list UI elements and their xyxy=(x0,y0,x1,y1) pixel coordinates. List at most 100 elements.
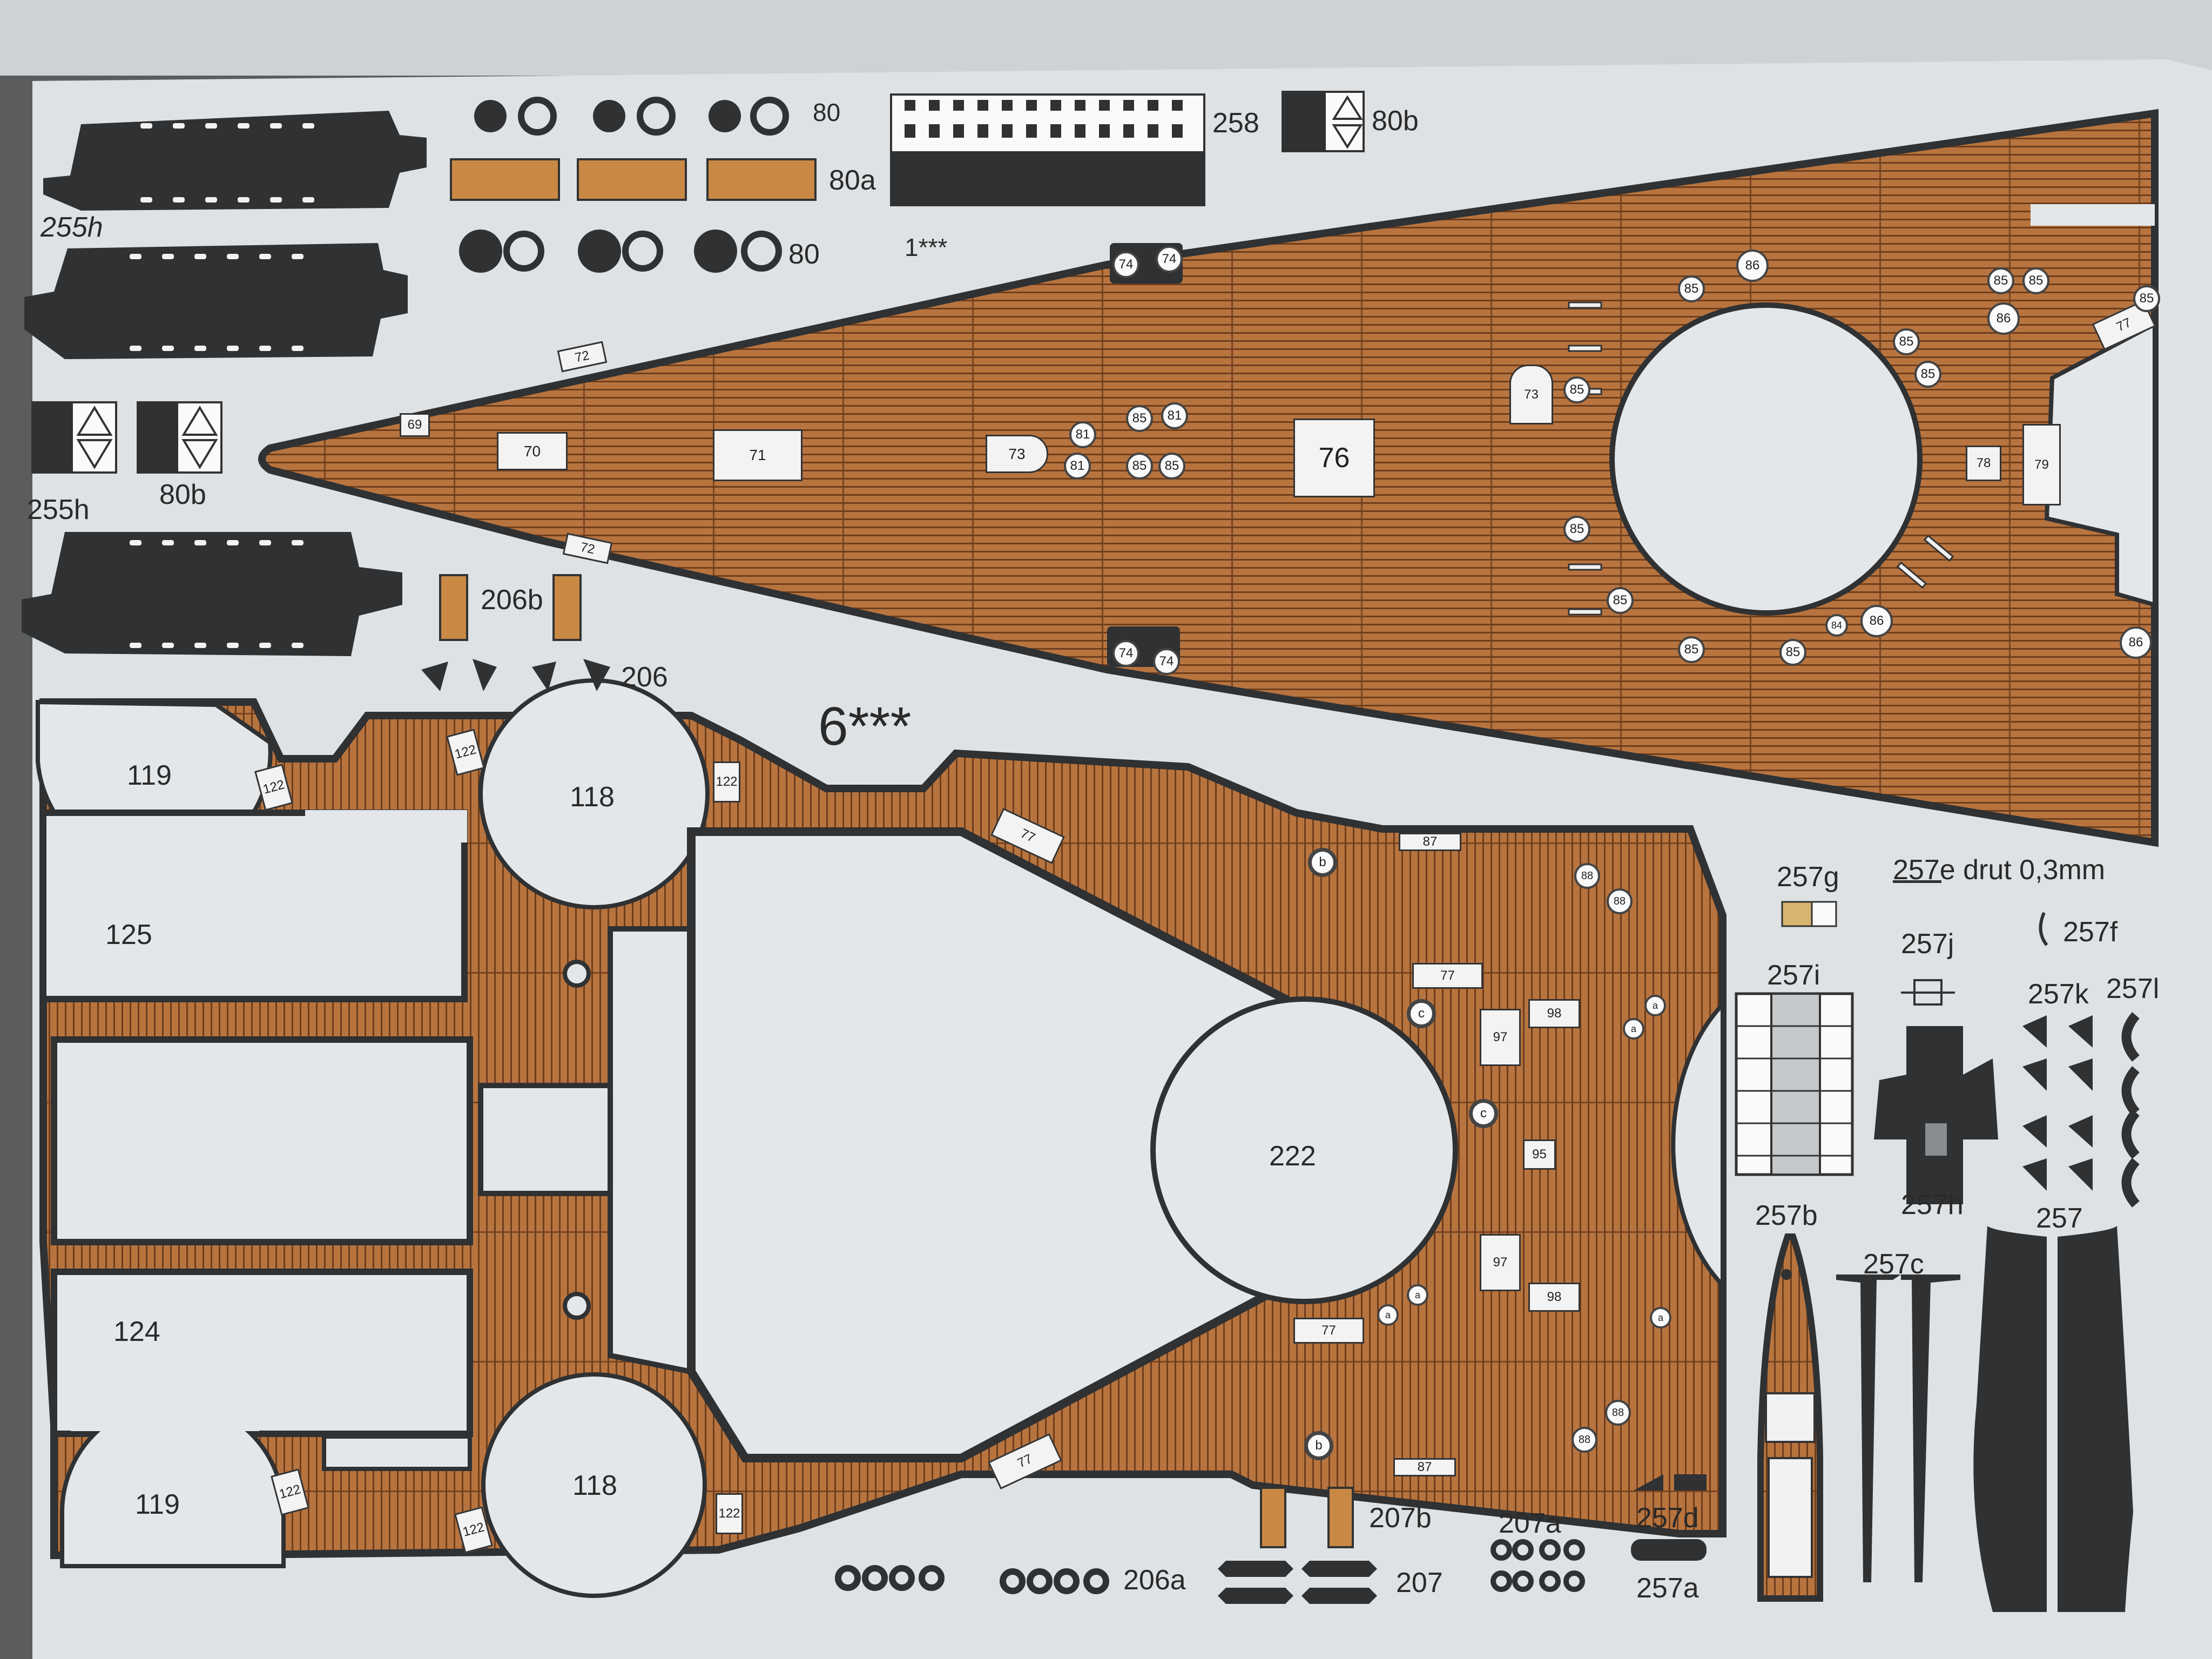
deck6-fitting-b1: b xyxy=(1308,848,1337,877)
label-222: 222 xyxy=(1269,1141,1316,1172)
label-207a: 207a xyxy=(1499,1508,1561,1539)
label-118-top: 118 xyxy=(570,781,615,813)
cutout-centre-block xyxy=(478,1083,613,1196)
deck1-fitting-85f: 85 xyxy=(1987,267,2014,294)
label-257h: 257h xyxy=(1901,1189,1964,1220)
parts-207a-rings xyxy=(1491,1539,1585,1592)
deck1-fitting-85g: 85 xyxy=(2022,267,2049,294)
deck1-bollard-74c: 74 xyxy=(1112,640,1139,667)
deck1-fitting-86d: 86 xyxy=(2120,626,2152,659)
label-257d: 257d xyxy=(1636,1502,1699,1534)
label-80-second: 80 xyxy=(788,239,820,270)
deck6-fitting-88c: 88 xyxy=(1605,1400,1631,1426)
deck1-fitting-86b: 86 xyxy=(1987,302,2020,335)
parts-206a-rings xyxy=(835,1565,1109,1594)
deck1-fitting-85d: 85 xyxy=(1563,376,1590,403)
deck1-fitting-85n: 85 xyxy=(1779,639,1806,666)
turret-barbette-cutout xyxy=(1609,302,1923,616)
deck6-tag-95: 95 xyxy=(1523,1139,1556,1170)
label-257a: 257a xyxy=(1636,1573,1699,1604)
deck6-tag-122c: 122 xyxy=(713,761,740,802)
deck1-tag-70: 70 xyxy=(497,432,568,470)
parts-206b-206 xyxy=(421,574,610,691)
part-258-rack xyxy=(890,93,1205,206)
deck6-tag-87b: 87 xyxy=(1393,1458,1456,1476)
label-257c: 257c xyxy=(1863,1249,1924,1280)
deck1-fitting-85h: 85 xyxy=(2133,285,2160,312)
deck1-fitting-85e: 85 xyxy=(1678,275,1705,302)
deck6-fitting-a4: a xyxy=(1377,1304,1399,1326)
deck1-fitting-85l: 85 xyxy=(1607,587,1634,614)
deck6-fitting-88d: 88 xyxy=(1572,1427,1597,1453)
deck1-tag-78: 78 xyxy=(1966,446,2001,481)
deck1-tag-73b: 73 xyxy=(1509,365,1553,424)
cutout-middle xyxy=(51,1036,473,1245)
parts-80b-small xyxy=(31,401,222,474)
label-119-top: 119 xyxy=(127,760,172,791)
label-part-6: 6*** xyxy=(818,696,912,757)
label-206: 206 xyxy=(621,662,668,693)
label-part-1: 1*** xyxy=(905,233,948,261)
deck6-fitting-a5: a xyxy=(1650,1307,1671,1328)
deck6-fitting-c1: c xyxy=(1407,999,1436,1028)
parts-80-rings-top xyxy=(474,97,789,136)
label-257l: 257l xyxy=(2106,973,2160,1004)
label-255h-top: 255h xyxy=(41,212,103,243)
part-257k-wedges xyxy=(2022,1015,2093,1191)
label-80a: 80a xyxy=(829,165,876,196)
part-255h-strip-2 xyxy=(24,243,408,359)
part-257b-boat xyxy=(1757,1233,1823,1602)
deck6-fitting-c2: c xyxy=(1469,1099,1498,1128)
deck1-bollard-74b: 74 xyxy=(1156,246,1183,273)
parts-80-rings-second xyxy=(459,230,782,273)
label-255h-mid: 255h xyxy=(27,494,90,525)
cutout-222 xyxy=(1150,996,1458,1304)
label-257e: 257e drut 0,3mm xyxy=(1893,854,2106,886)
deck1-fitting-81c: 81 xyxy=(1064,453,1091,480)
label-257g: 257g xyxy=(1777,861,1839,893)
deck1-tag-71: 71 xyxy=(713,429,802,481)
label-125: 125 xyxy=(105,919,152,950)
deck6-fitting-88a: 88 xyxy=(1574,863,1600,889)
deck6-fitting-a1: a xyxy=(1644,995,1666,1016)
deck-1-notch xyxy=(2031,204,2155,226)
deck1-fitting-86c: 86 xyxy=(1860,605,1893,637)
part-80b-large xyxy=(1282,91,1365,152)
label-257b: 257b xyxy=(1755,1200,1818,1231)
label-80-top: 80 xyxy=(813,98,841,126)
deck1-fitting-81a: 81 xyxy=(1069,421,1096,448)
parts-207b-207 xyxy=(1218,1487,1377,1604)
deck6-tag-97b: 97 xyxy=(1480,1234,1521,1291)
label-80b-right: 80b xyxy=(1372,105,1419,137)
deck1-fitting-85c: 85 xyxy=(1158,453,1185,480)
deck6-fitting-b2: b xyxy=(1304,1431,1333,1460)
parts-257d-257a xyxy=(1631,1474,1707,1561)
deck6-tag-98a: 98 xyxy=(1528,999,1580,1028)
label-257: 257 xyxy=(2036,1203,2083,1234)
part-257-hull-halves xyxy=(1973,1226,2133,1612)
deck1-fitting-81b: 81 xyxy=(1161,402,1188,429)
label-257j: 257j xyxy=(1901,928,1954,960)
deck1-bollard-74d: 74 xyxy=(1153,648,1180,675)
part-257l-arcs xyxy=(2121,1012,2140,1208)
label-206a: 206a xyxy=(1123,1564,1186,1596)
part-257e-wire xyxy=(1893,880,1941,883)
deck1-tag-73a: 73 xyxy=(986,435,1048,473)
cutout-aft-barbette xyxy=(1671,999,1725,1291)
deck6-tag-77b: 77 xyxy=(1412,963,1483,989)
part-255h-strip-1 xyxy=(43,111,427,211)
label-124: 124 xyxy=(113,1316,160,1347)
deck1-tag-76: 76 xyxy=(1293,419,1375,497)
deck1-fitting-85j: 85 xyxy=(1914,361,1941,388)
part-257i xyxy=(1735,992,1854,1176)
deck1-fitting-85a: 85 xyxy=(1126,405,1153,432)
deck6-tag-77c: 77 xyxy=(1293,1318,1364,1344)
label-257i: 257i xyxy=(1767,960,1820,991)
part-257g-swatch xyxy=(1781,901,1837,927)
label-118-bottom: 118 xyxy=(572,1470,617,1501)
label-119-bottom: 119 xyxy=(135,1489,180,1520)
cutout-superstructure xyxy=(687,827,1290,1462)
deck6-tag-97a: 97 xyxy=(1480,1009,1521,1066)
label-80b-left: 80b xyxy=(159,479,206,510)
deck1-fitting-85m: 85 xyxy=(1678,636,1705,663)
